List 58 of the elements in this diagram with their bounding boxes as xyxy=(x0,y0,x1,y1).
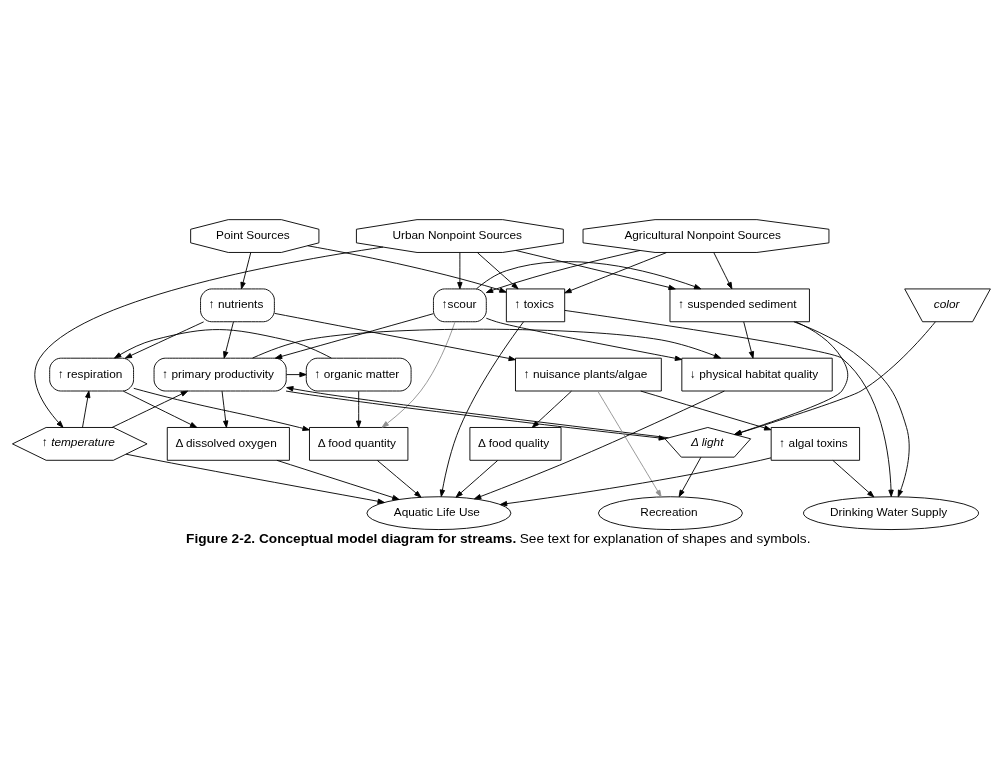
arrow xyxy=(133,387,310,431)
arrow xyxy=(111,390,189,428)
arrow xyxy=(381,321,456,428)
arrow xyxy=(122,390,198,428)
arrow xyxy=(515,249,676,290)
arrow xyxy=(274,312,516,361)
node-ellipse: Recreation xyxy=(597,495,743,530)
arrow xyxy=(221,390,229,428)
node-box: Δ food quantity xyxy=(309,426,409,461)
node-box: ↓ physical habitat quality xyxy=(681,357,833,391)
arrow xyxy=(597,390,662,497)
arrow xyxy=(476,260,702,289)
node-box: ↑scour xyxy=(433,287,487,322)
arrow xyxy=(564,251,667,293)
arrow xyxy=(499,456,772,506)
node-box: ↑ suspended sediment xyxy=(669,287,810,322)
arrow xyxy=(223,320,234,359)
arrow xyxy=(274,312,434,359)
arrow xyxy=(356,390,362,428)
arrow xyxy=(531,390,572,428)
arrow xyxy=(734,320,936,435)
caption: Figure 2-2. Conceptual model diagram for streams. See text for explanation of shapes and symbols. xyxy=(186,530,811,546)
arrow xyxy=(476,251,519,289)
arrow xyxy=(276,459,400,500)
arrow xyxy=(832,459,875,497)
arrow xyxy=(485,317,683,361)
arrow xyxy=(474,390,725,499)
arrow xyxy=(793,320,910,497)
arrow xyxy=(307,244,507,293)
node-box: ↑ respiration xyxy=(49,357,134,391)
arrow xyxy=(82,390,91,428)
arrow xyxy=(286,371,307,377)
node-box: ↑ toxics xyxy=(505,287,566,322)
arrow xyxy=(734,320,849,435)
node-box: Δ dissolved oxygen xyxy=(166,426,290,461)
arrow xyxy=(125,453,385,504)
arrow xyxy=(376,459,422,498)
node-box: ↑ nuisance plants/algae xyxy=(515,357,662,391)
arrow xyxy=(457,251,463,289)
node-box: ↑ algal toxins xyxy=(770,426,861,461)
arrow xyxy=(240,251,252,289)
arrow xyxy=(678,456,702,497)
arrow xyxy=(640,390,772,431)
arrow xyxy=(455,459,499,498)
arrow xyxy=(743,320,755,359)
arrow xyxy=(439,320,524,497)
node-box: ↑ primary productivity xyxy=(153,357,287,391)
arrow xyxy=(124,320,205,359)
node-box: ↑ organic matter xyxy=(305,357,412,391)
arrow xyxy=(252,328,722,358)
node-ellipse: Drinking Water Supply xyxy=(803,495,979,530)
arrow xyxy=(34,246,384,428)
node-box: ↑ nutrients xyxy=(200,287,275,322)
arrow xyxy=(564,309,894,497)
arrow xyxy=(713,251,733,289)
arrow xyxy=(114,328,332,359)
arrow xyxy=(485,249,641,293)
node-box: Δ food quality xyxy=(469,426,562,461)
